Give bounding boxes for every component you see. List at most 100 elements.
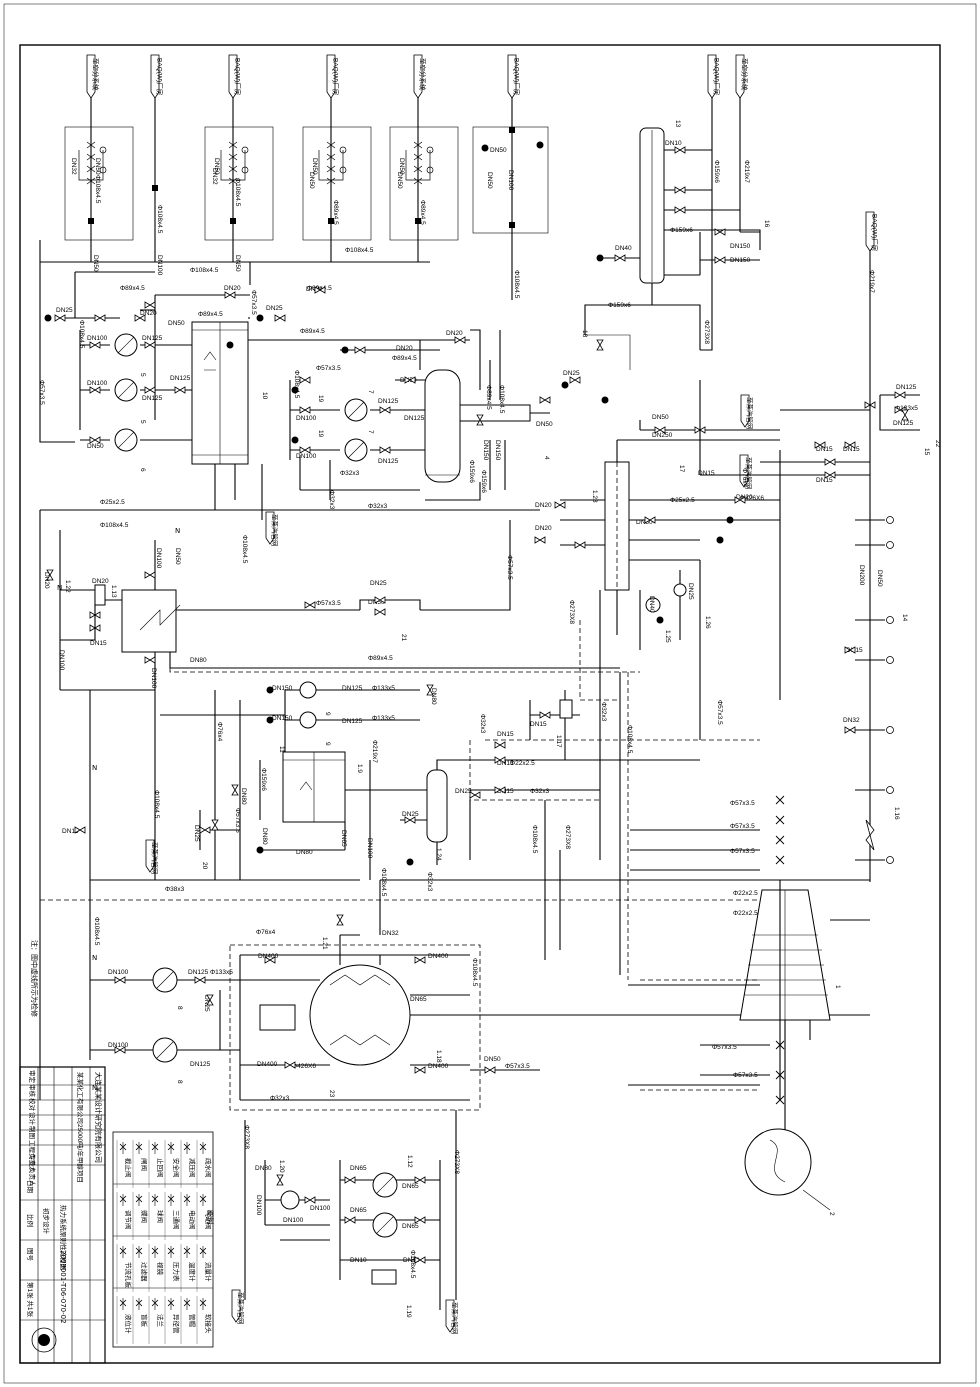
pipe-dn-label: DN65 <box>410 996 427 1003</box>
pipe-size-label: Φ108x4.5 <box>409 1250 416 1279</box>
pipe-size-label: Φ57x3.5 <box>234 808 241 833</box>
legend-item-label: 气动阀 <box>204 1210 213 1230</box>
pipe-size-label: Φ108x4.5 <box>190 267 219 274</box>
legend-item-label: 盲板 <box>140 1314 149 1328</box>
pipe-dn-label: DN15 <box>497 760 514 767</box>
middle-section <box>39 590 870 1100</box>
pumps-5-6 <box>114 333 138 452</box>
equipment-number: 1.26 <box>704 616 711 629</box>
stream-tag-label: 至蒸汽管网 <box>745 457 754 490</box>
valve-icon <box>844 726 856 734</box>
valve-icon <box>644 516 656 524</box>
equipment-number: 1.25 <box>664 630 671 643</box>
pipe-size-label: Φ108x4.5 <box>78 320 85 349</box>
instrument-icon <box>601 396 609 404</box>
pipe-dn-label: DN50 <box>876 570 883 587</box>
valve-icon <box>274 314 286 322</box>
pipe-size-label: Φ108x4.5 <box>100 522 129 529</box>
pipe-dn-label: DN150 <box>494 440 501 461</box>
pipe-size-label: Φ108x4.5 <box>513 270 520 299</box>
pipe-dn-label: DN25 <box>203 995 210 1012</box>
valve-icon <box>354 346 366 354</box>
pipe-size-label: Φ108x4.5 <box>153 790 160 819</box>
equipment-number: 1.22 <box>64 580 71 593</box>
top-tag: BAQ(W)厂房 <box>228 54 243 99</box>
pipe-size-label: Φ108x4.5 <box>93 917 100 946</box>
pipe-size-label: Φ108x4.5 <box>293 370 300 399</box>
equipment-number: 7 <box>367 430 374 434</box>
legend-item-label: 球阀 <box>156 1210 165 1223</box>
pipe-dn-label: DN40 <box>615 245 632 252</box>
pipe-size-label: Φ57x3.5 <box>730 823 755 830</box>
pipe-size-label: Φ108x4.5 <box>345 247 374 254</box>
direction-mark: N <box>92 954 97 962</box>
valve-icon <box>144 301 156 309</box>
legend-item-label: 电动阀 <box>188 1210 197 1230</box>
top-tag: BAQ(W)厂房 <box>326 54 341 99</box>
valve-icon <box>144 341 156 349</box>
pipe-size-label: Φ32x3 <box>368 503 388 510</box>
pipe-size-label: Φ57x3.5 <box>505 1063 530 1070</box>
instrument-icon <box>656 616 664 624</box>
pipe-dn-label: DN25 <box>193 825 200 842</box>
pipe-dn-label: DN125 <box>142 395 163 402</box>
pipe-dn-label: DN150 <box>730 257 751 264</box>
legend-item-label: 过滤器 <box>140 1262 149 1282</box>
top-tag-label: BAQ(W)厂房 <box>713 58 722 95</box>
pipe-dn-label: DN125 <box>170 375 191 382</box>
pipe-size-label: Φ159x6 <box>468 460 475 483</box>
valve-icon <box>231 784 239 796</box>
instrument-icon <box>481 144 489 152</box>
fan-motor-2 <box>744 1128 831 1211</box>
drawing-number: 2009001-T06-070-02 <box>59 1250 67 1324</box>
pipe-size-label: Φ273X8 <box>453 1150 460 1174</box>
legend-title: 图例 <box>206 1210 215 1224</box>
pipe-dn-label: DN150 <box>272 715 293 722</box>
pipe-dn-label: DN10 <box>665 140 682 147</box>
pipe-dn-label: DN15 <box>698 470 715 477</box>
pipe-size-label: Φ76x4 <box>256 929 276 936</box>
top-dashed-units <box>64 126 549 241</box>
pipe-size-label: Φ57x3.5 <box>730 800 755 807</box>
pipe-size-label: Φ426X6 <box>292 1063 316 1070</box>
valve-icon <box>134 314 146 322</box>
pipe-size-label: Φ108x4.5 <box>234 178 241 207</box>
stream-tag: 至蒸汽管网 <box>231 1289 246 1325</box>
pipe-dn-label: DN50 <box>652 414 669 421</box>
instrument-icon <box>291 386 299 394</box>
top-tag-label: BAQ(W)厂房 <box>234 58 243 95</box>
pipe-size-label: Φ32x3 <box>328 490 335 510</box>
pipe-dn-label: DN100 <box>255 1195 262 1216</box>
valve-icon <box>844 646 856 654</box>
equipment-number: 9 <box>324 712 331 716</box>
stream-tag: 至蒸汽管网 <box>739 454 754 490</box>
pipe-dn-label: DN20 <box>446 330 463 337</box>
right-tag: BAQ(W)厂房 <box>865 211 880 252</box>
pipe-dn-label: DN25 <box>563 370 580 377</box>
pipe-dn-label: DN150 <box>272 685 293 692</box>
pipe-dn-label: DN100 <box>296 453 317 460</box>
direction-mark: N <box>175 527 180 535</box>
drawing-frame-inner <box>19 44 941 1364</box>
equipment-number: 14 <box>901 614 908 622</box>
pipe-dn-label: DN100 <box>507 170 514 191</box>
pipe-size-label: Φ57x3.5 <box>716 700 723 725</box>
top-tag-label: BAQ(W)厂房 <box>156 58 165 95</box>
valve-icon <box>901 409 909 421</box>
valve-icon <box>554 501 566 509</box>
pipe-size-label: Φ219x7 <box>371 740 378 763</box>
pipe-size-label: Φ159x6 <box>260 768 267 791</box>
pipe-dn-label: DN150 <box>482 440 489 461</box>
legend-item-label: 节流孔板 <box>124 1262 133 1289</box>
top-tag: 至空分系统 <box>735 54 750 99</box>
valve-icon <box>94 314 106 322</box>
equipment-number: 1.16 <box>893 807 900 820</box>
valve-icon <box>276 1174 284 1186</box>
pipe-dn-label: DN200 <box>858 565 865 586</box>
equipment-number: 18 <box>581 330 588 338</box>
pipe-size-label: Φ133x5 <box>210 969 233 976</box>
equipment-number: 1.12 <box>406 1155 413 1168</box>
equipment-number: 17 <box>678 465 685 473</box>
equipment-number: 1.13 <box>110 585 117 598</box>
pipe-dn-label: DN65 <box>402 1223 419 1230</box>
